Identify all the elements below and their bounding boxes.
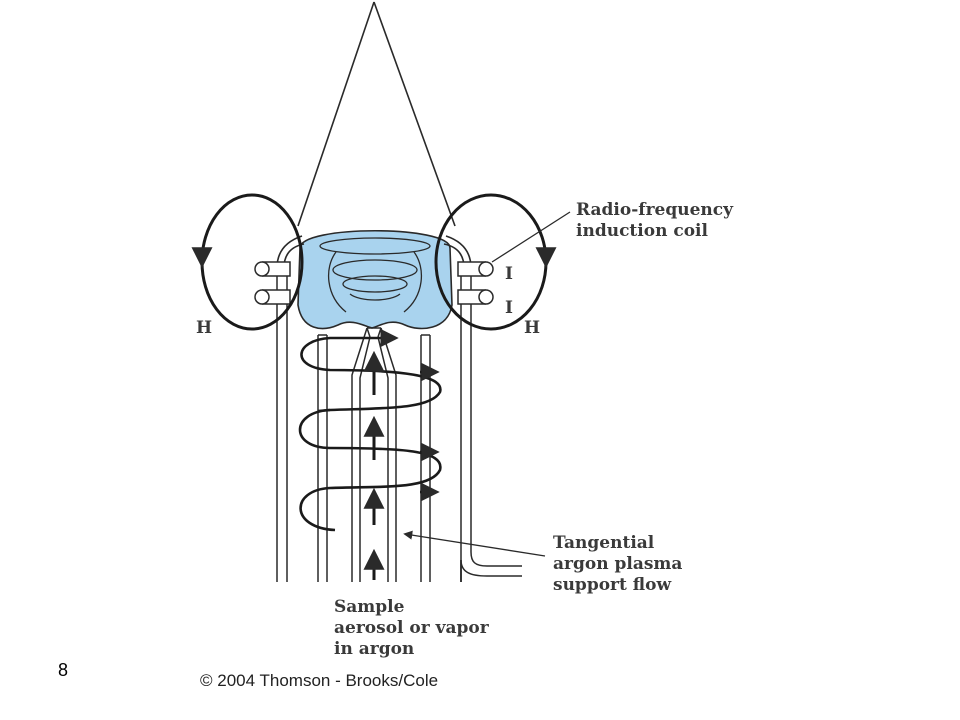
tangential-inlet-tube <box>460 551 522 582</box>
sample-label-line-3: in argon <box>334 639 415 659</box>
rf-coil-label: Radio-frequency induction coil <box>576 200 733 242</box>
page-number: 8 <box>58 660 69 680</box>
plasma-ball <box>297 229 453 330</box>
tangential-flow-label-line-2: argon plasma <box>553 554 683 574</box>
leader-lines <box>403 211 571 557</box>
rf-coil-label-line-1: Radio-frequency <box>576 200 734 220</box>
current-label-bottom: I <box>505 298 513 318</box>
magnetic-field-label-left: H <box>196 318 213 338</box>
plasma-flame-cone <box>297 1 456 227</box>
sample-label-line-1: Sample <box>334 597 405 617</box>
induction-coil-ends <box>254 261 494 305</box>
copyright-notice: © 2004 Thomson - Brooks/Cole <box>200 671 439 690</box>
tangential-flow-label-line-3: support flow <box>553 575 672 595</box>
current-label-top: I <box>505 264 513 284</box>
rf-coil-label-line-2: induction coil <box>576 221 708 241</box>
tangential-flow-label: Tangential argon plasma support flow <box>553 533 682 596</box>
sample-label: Sample aerosol or vapor in argon <box>334 597 489 660</box>
tangential-flow-label-line-1: Tangential <box>553 533 655 553</box>
magnetic-field-loops <box>191 193 557 331</box>
argon-spiral-flow <box>298 328 442 532</box>
magnetic-field-label-right: H <box>524 318 541 338</box>
sample-label-line-2: aerosol or vapor <box>334 618 489 638</box>
